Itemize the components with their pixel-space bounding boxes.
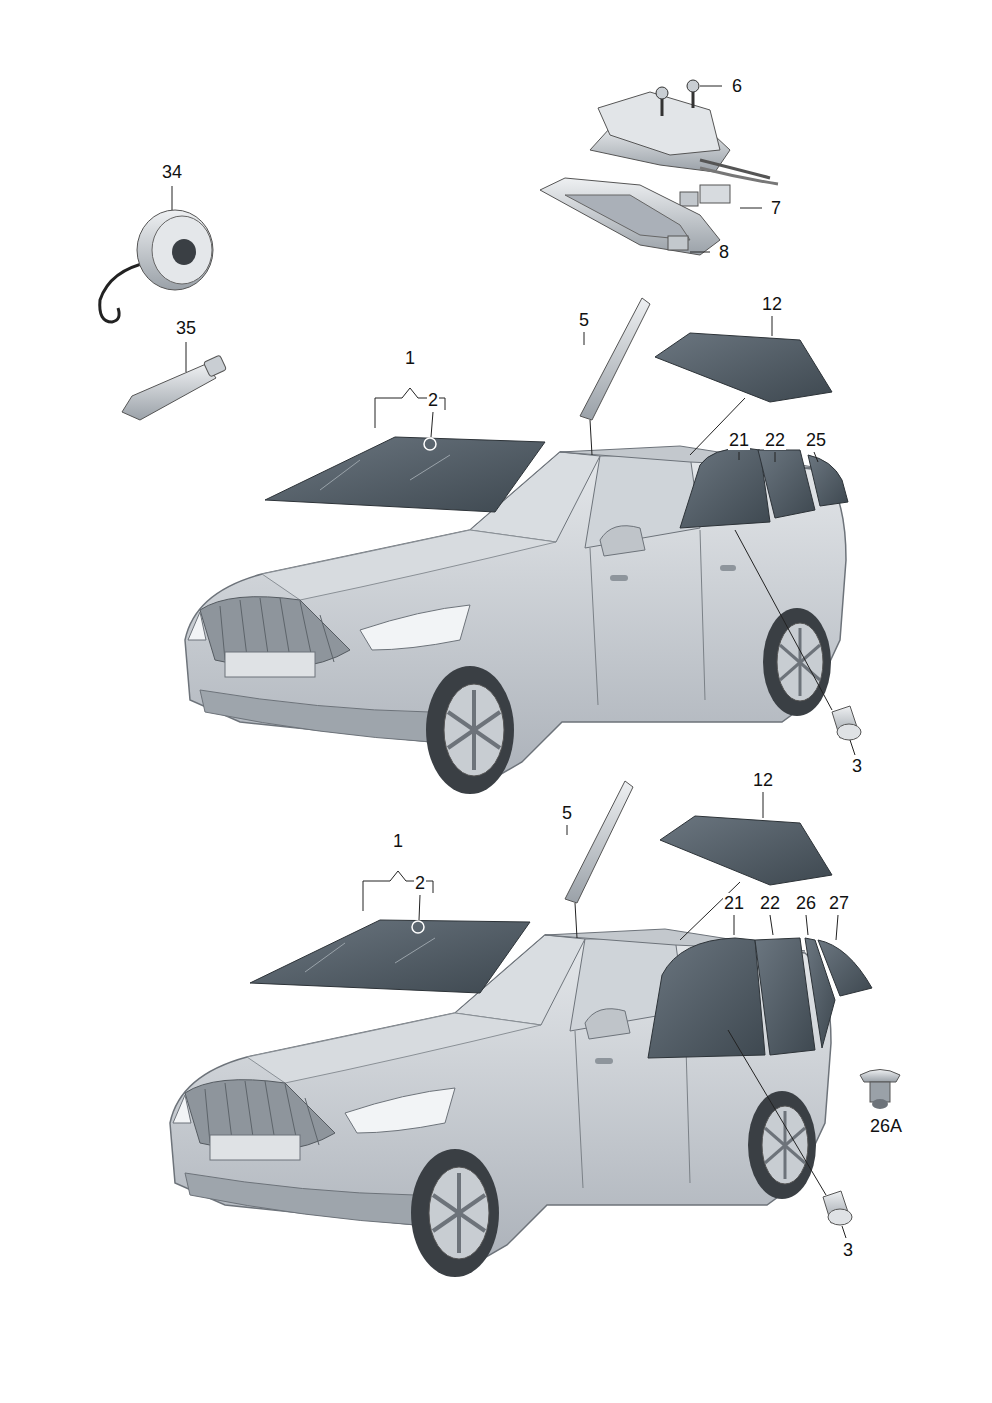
callout-number: 22 [764,430,786,450]
callout-number: 1 [392,831,404,851]
callout-number: 22 [759,893,781,913]
callout-number: 21 [723,893,745,913]
callout-number: 5 [561,803,573,823]
callout-number: 3 [842,1240,854,1260]
callout-number: 25 [805,430,827,450]
callout-number: 12 [761,294,783,314]
callout-number: 6 [731,76,743,96]
callout-number: 1 [404,348,416,368]
callout-number: 34 [161,162,183,182]
callout-number: 7 [770,198,782,218]
callout-number: 35 [175,318,197,338]
callout-number: 26A [869,1116,903,1136]
callout-number: 3 [851,756,863,776]
callout-number: 21 [728,430,750,450]
callout-number: 5 [578,310,590,330]
callout-number: 26 [795,893,817,913]
callout-number: 2 [414,873,426,893]
callout-number: 8 [718,242,730,262]
callout-number: 12 [752,770,774,790]
callout-number: 27 [828,893,850,913]
callout-number: 2 [427,390,439,410]
